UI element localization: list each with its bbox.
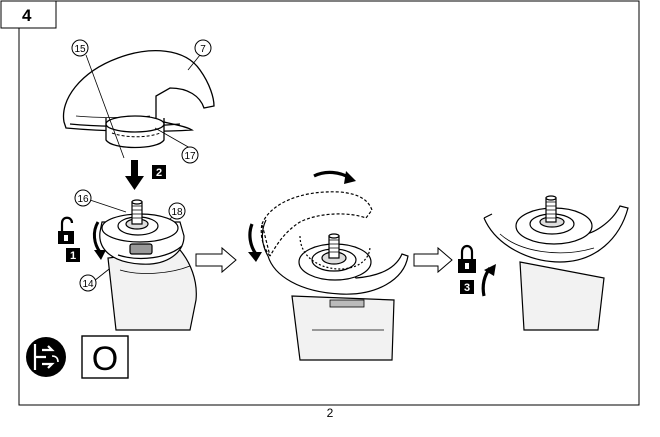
callout-circle-spindle-lock	[79, 274, 97, 292]
callout-flange: 16	[77, 194, 89, 205]
step-badge-1	[66, 248, 80, 262]
callout-circle-release-lever	[168, 202, 186, 220]
down-arrow-icon	[125, 160, 144, 190]
off-indicator: O	[92, 340, 118, 378]
guard-illustration	[62, 50, 215, 149]
page-number: 2	[326, 406, 334, 420]
callout-circle-coding-cam	[71, 39, 89, 57]
callout-spindle-lock: 14	[82, 279, 94, 290]
callout-circle-flange	[74, 189, 92, 207]
step-badge-2	[152, 165, 166, 179]
step-badge-3	[460, 280, 474, 294]
callout-coding-cam: 15	[74, 44, 86, 55]
grinder-right	[483, 195, 629, 331]
callout-release-lever: 18	[171, 207, 183, 218]
process-arrow-icon-2	[413, 246, 453, 274]
lock-icon	[458, 244, 476, 273]
off-indicator-box	[81, 335, 129, 379]
step-number: 4	[22, 6, 32, 25]
step-label-3: 3	[464, 282, 470, 294]
rotate-arrow-icon-side	[248, 223, 262, 262]
callout-guard: 7	[200, 44, 206, 55]
rotate-arrow-icon-right	[481, 264, 496, 297]
callout-circle-collar	[181, 146, 199, 164]
unlock-icon	[58, 216, 74, 244]
grinder-middle	[260, 191, 409, 361]
figure-frame	[0, 0, 640, 406]
rotate-arrow-icon-top	[313, 170, 356, 184]
callout-collar: 17	[184, 151, 196, 162]
step-label-2: 2	[156, 167, 162, 179]
unplug-mains-icon	[26, 337, 66, 377]
step-label-1: 1	[70, 250, 76, 262]
rotate-arrow-icon-left	[92, 221, 106, 260]
grinder-head-left	[99, 199, 197, 331]
process-arrow-icon-1	[195, 246, 237, 274]
callout-circle-guard	[194, 39, 212, 57]
